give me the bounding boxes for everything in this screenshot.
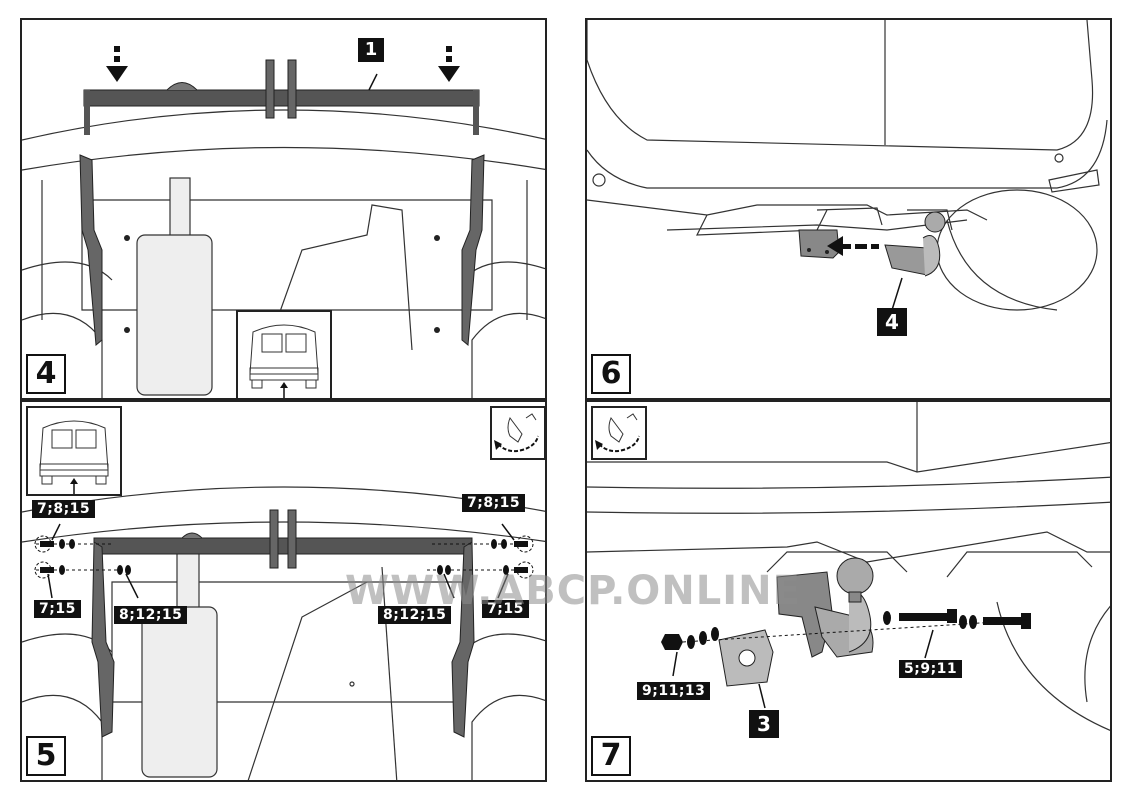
crossbar	[83, 59, 480, 135]
car-rear-inset	[26, 406, 122, 496]
callout-label: 8;12;15	[378, 606, 452, 624]
step-7-illustration	[587, 402, 1110, 731]
car-rear-inset	[236, 310, 332, 398]
callout-label: 5;9;11	[899, 660, 963, 678]
callout-label: 7;15	[482, 600, 529, 618]
panel-step-4: 1 4	[20, 18, 547, 400]
callout-label: 8;12;15	[114, 606, 188, 624]
callout-label: 9;11;13	[637, 682, 711, 700]
car-rear-icon	[249, 324, 319, 398]
callout-part-3: 3	[749, 710, 779, 738]
step-6-illustration	[587, 20, 1108, 311]
panel-step-6: 4 6	[585, 18, 1112, 400]
torque-wrench-icon	[490, 406, 545, 460]
callout-part-1: 1	[358, 38, 384, 62]
car-rear-icon	[39, 420, 109, 494]
step-number: 7	[591, 736, 631, 776]
step-number: 4	[26, 354, 66, 394]
step-4-illustration	[22, 46, 545, 398]
callout-label: 7;8;15	[462, 494, 526, 512]
panel-step-5: 7;8;15 7;15 8;12;15 7;8;15 8;12;15 7;15 …	[20, 400, 547, 782]
callout-label: 7;8;15	[32, 500, 96, 518]
panel-step-7: 9;11;13 3 5;9;11 7	[585, 400, 1112, 782]
step-5-illustration	[22, 486, 545, 780]
step-number: 6	[591, 354, 631, 394]
callout-part-4: 4	[877, 308, 907, 336]
torque-wrench-icon	[591, 406, 647, 460]
callout-label: 7;15	[34, 600, 81, 618]
step-number: 5	[26, 736, 66, 776]
